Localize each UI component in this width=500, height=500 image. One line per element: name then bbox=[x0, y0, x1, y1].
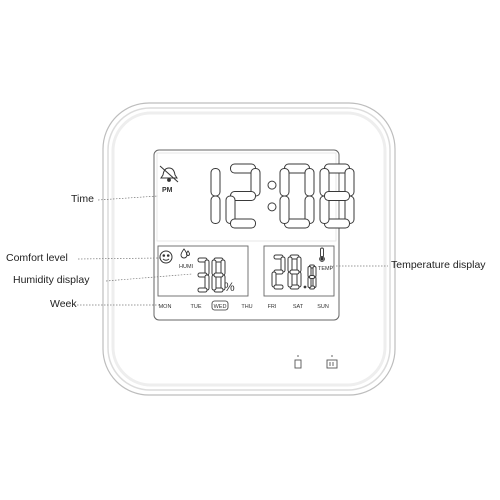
water-drop-icon bbox=[180, 248, 190, 259]
weekday-fri: FRI bbox=[268, 304, 277, 310]
callout-temperature-display: Temperature display bbox=[391, 259, 486, 271]
weekday-thu: THU bbox=[241, 304, 252, 310]
clock-body-bevel bbox=[111, 111, 387, 387]
callout-time: Time bbox=[71, 193, 94, 205]
humidity-leader-line bbox=[105, 273, 193, 282]
time-leader-line bbox=[97, 195, 159, 201]
time-digit bbox=[225, 163, 261, 229]
weekday-tue: TUE bbox=[191, 304, 202, 310]
weekday-mon: MON bbox=[159, 304, 172, 310]
humidity-unit: % bbox=[224, 280, 235, 294]
time-colon bbox=[267, 180, 277, 212]
temperature-readout bbox=[271, 254, 317, 290]
humidity-readout bbox=[197, 257, 226, 293]
humidity-digit bbox=[211, 257, 226, 293]
time-digit bbox=[210, 168, 221, 224]
temp-label: TEMP bbox=[318, 266, 334, 272]
weekday-sun: SUN bbox=[317, 304, 329, 310]
bell-icon bbox=[159, 165, 179, 183]
humidity-panel bbox=[157, 245, 249, 297]
weekday-sat: SAT bbox=[293, 304, 304, 310]
humi-label: HUMI bbox=[179, 264, 194, 270]
weekday-row: MON TUE WED THU FRI SAT SUN bbox=[159, 300, 329, 311]
active-weekday-marker bbox=[211, 300, 229, 311]
time-digit bbox=[319, 163, 355, 229]
time-digit bbox=[279, 163, 315, 229]
smiley-face-icon bbox=[159, 250, 173, 264]
battery-icon bbox=[294, 355, 302, 369]
weekday-wed: WED bbox=[214, 304, 227, 310]
humidity-digit bbox=[197, 257, 210, 293]
time-readout bbox=[210, 163, 355, 229]
temperature-decimal-point bbox=[303, 285, 307, 289]
callout-humidity-display: Humidity display bbox=[13, 274, 90, 286]
low-battery-icon bbox=[326, 355, 338, 369]
pm-indicator: PM bbox=[162, 187, 173, 194]
thermometer-icon bbox=[319, 247, 325, 262]
temperature-panel bbox=[263, 245, 335, 297]
callout-week: Week bbox=[50, 298, 77, 310]
temperature-digit bbox=[271, 254, 286, 290]
temperature-digit bbox=[287, 254, 302, 290]
callout-comfort-level: Comfort level bbox=[6, 252, 68, 264]
temperature-digit-small bbox=[307, 264, 317, 290]
